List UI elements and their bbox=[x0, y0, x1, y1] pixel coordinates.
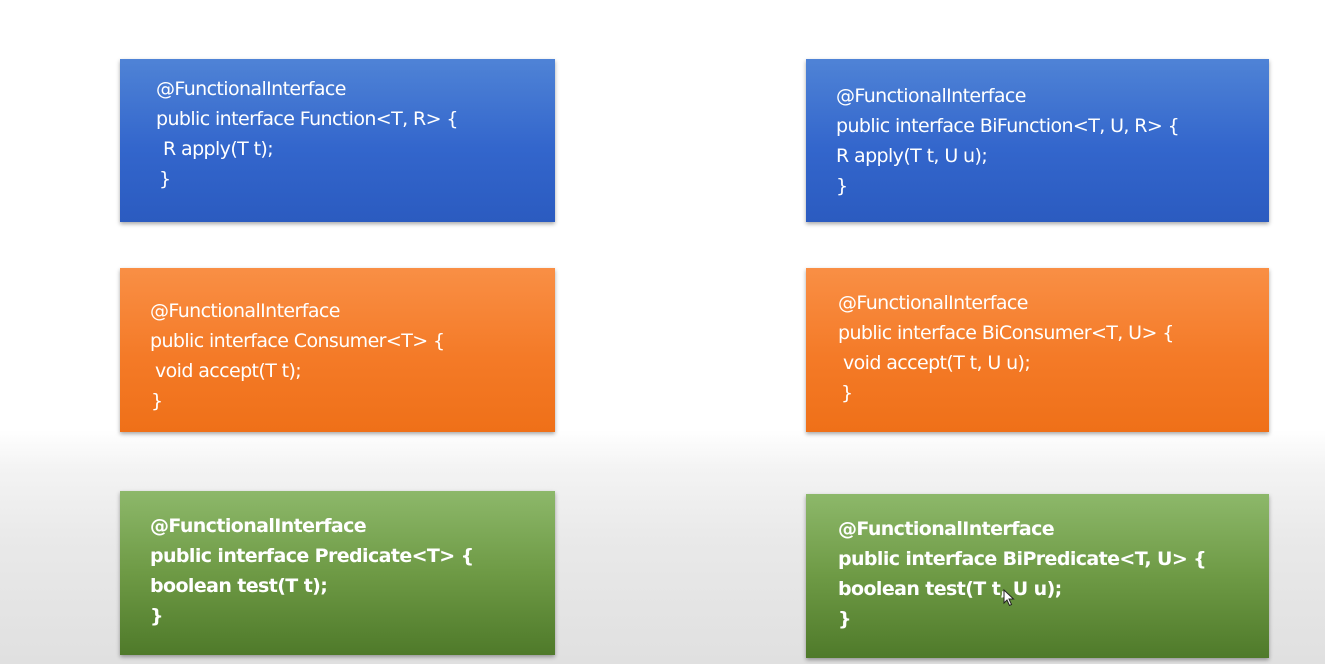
method-line: boolean test(T t, U u); bbox=[838, 578, 1062, 600]
predicate-interface-card: @FunctionalInterface public interface Pr… bbox=[120, 491, 555, 655]
annotation-line: @FunctionalInterface bbox=[838, 292, 1028, 314]
method-line: R apply(T t); bbox=[163, 138, 274, 160]
biconsumer-interface-card: @FunctionalInterface public interface Bi… bbox=[806, 268, 1269, 432]
method-line: void accept(T t); bbox=[155, 360, 302, 382]
closing-brace-line: } bbox=[838, 608, 852, 630]
declaration-line: public interface BiFunction<T, U, R> { bbox=[836, 115, 1180, 137]
declaration-line: public interface Predicate<T> { bbox=[150, 545, 474, 567]
consumer-interface-card: @FunctionalInterface public interface Co… bbox=[120, 268, 555, 432]
closing-brace-line: } bbox=[841, 382, 853, 404]
closing-brace-line: } bbox=[150, 605, 164, 627]
closing-brace-line: } bbox=[836, 175, 848, 197]
bifunction-interface-card: @FunctionalInterface public interface Bi… bbox=[806, 59, 1269, 222]
declaration-line: public interface Function<T, R> { bbox=[156, 108, 458, 130]
annotation-line: @FunctionalInterface bbox=[156, 78, 346, 100]
declaration-line: public interface BiConsumer<T, U> { bbox=[838, 322, 1174, 344]
method-line: boolean test(T t); bbox=[150, 575, 328, 597]
closing-brace-line: } bbox=[159, 168, 171, 190]
annotation-line: @FunctionalInterface bbox=[836, 85, 1026, 107]
annotation-line: @FunctionalInterface bbox=[838, 518, 1055, 540]
function-interface-card: @FunctionalInterface public interface Fu… bbox=[120, 59, 555, 222]
mouse-pointer-icon bbox=[1003, 589, 1015, 607]
closing-brace-line: } bbox=[151, 390, 163, 412]
annotation-line: @FunctionalInterface bbox=[150, 300, 340, 322]
bipredicate-interface-card: @FunctionalInterface public interface Bi… bbox=[806, 494, 1269, 658]
declaration-line: public interface BiPredicate<T, U> { bbox=[838, 548, 1207, 570]
method-line: R apply(T t, U u); bbox=[836, 145, 988, 167]
method-line: void accept(T t, U u); bbox=[843, 352, 1031, 374]
declaration-line: public interface Consumer<T> { bbox=[150, 330, 445, 352]
annotation-line: @FunctionalInterface bbox=[150, 515, 367, 537]
